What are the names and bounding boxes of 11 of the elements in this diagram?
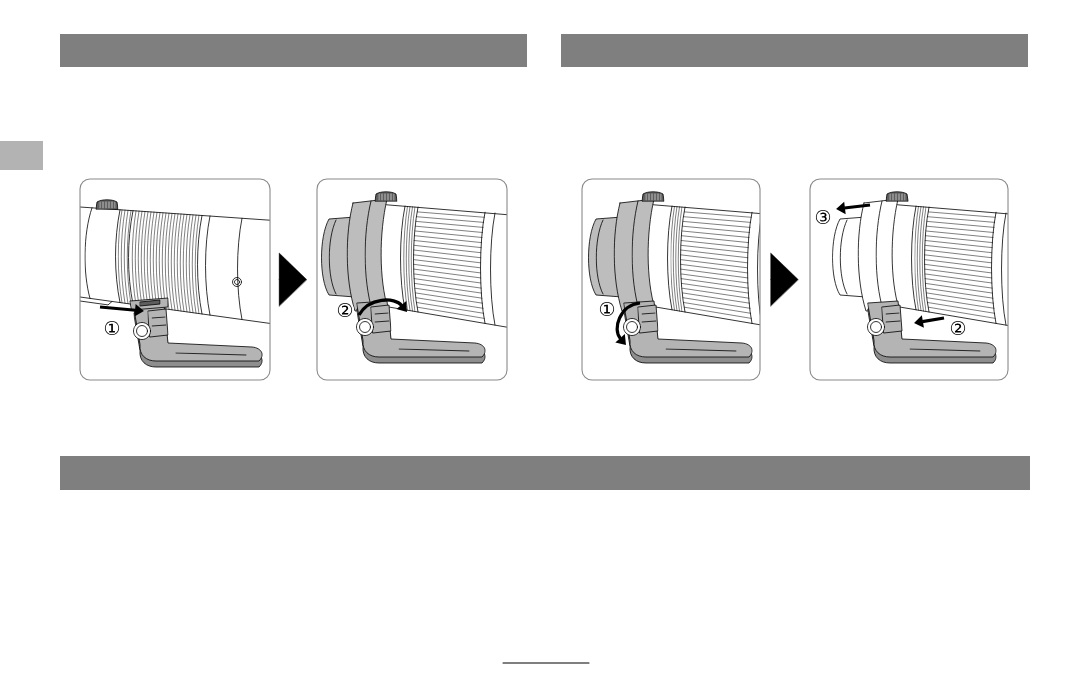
callout-number: ① [598,300,616,318]
illustration-panel [581,178,761,381]
illustration-panel [79,178,271,381]
arrow [770,252,799,307]
callout-number: ② [336,301,354,319]
callout-number: ① [103,319,121,337]
illustration-panel [316,178,508,381]
arrow [278,252,307,307]
illustration-panel [809,178,1009,381]
callout-number: ③ [814,208,832,226]
callout-number: ② [949,319,967,337]
